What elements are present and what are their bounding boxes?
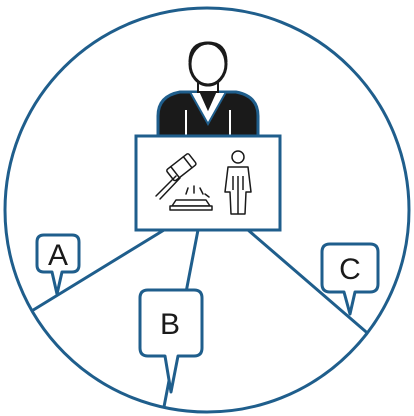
callout-a-bubble — [35, 233, 81, 296]
callout-c-label: C — [339, 253, 361, 286]
gavel-icon — [155, 153, 213, 211]
judge-figure-icon — [156, 41, 260, 138]
divider-line-left — [28, 228, 166, 314]
person-standing-icon — [224, 150, 252, 215]
callout-b[interactable]: B — [138, 288, 204, 394]
judge-head — [188, 41, 228, 87]
callout-b-label: B — [160, 308, 180, 341]
divider-line-right — [246, 228, 374, 339]
callout-c[interactable]: C — [320, 242, 380, 316]
callout-c-bubble — [320, 242, 380, 316]
callout-a-label: A — [48, 239, 68, 272]
podium — [134, 134, 282, 232]
callout-a[interactable]: A — [35, 233, 81, 296]
callout-b-bubble — [138, 288, 204, 394]
